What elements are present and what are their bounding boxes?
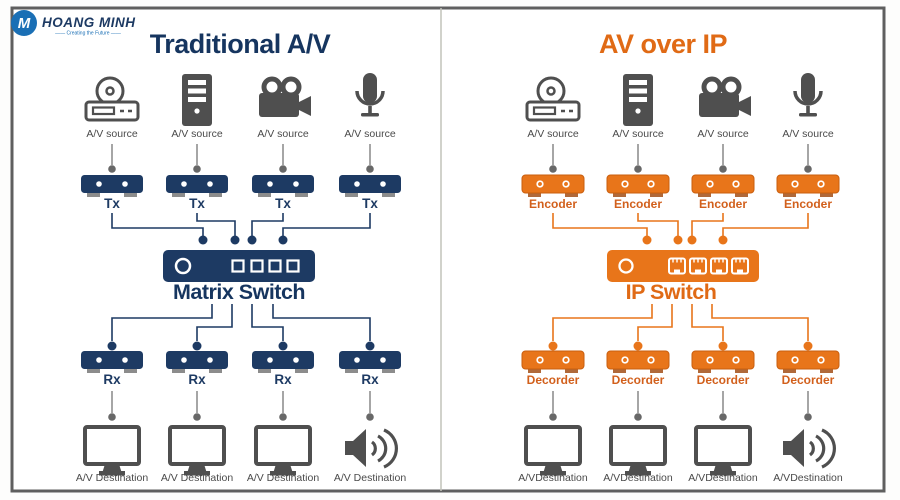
tx-to-switch-wires — [111, 213, 371, 245]
logo-mark-icon — [11, 10, 37, 36]
encoder-label: Encoder — [699, 197, 747, 211]
ip-switch — [607, 250, 759, 282]
diagram-frame — [10, 6, 886, 493]
hoang-minh-logo: M HOANG MINH —— Creating the Future —— — [11, 10, 136, 37]
logo-tagline: —— Creating the Future —— — [55, 31, 121, 37]
traditional-av-title: Traditional A/V — [150, 29, 331, 59]
source-to-encoder-wires — [549, 144, 812, 173]
encoder-label: Encoder — [784, 197, 832, 211]
destination-label: A/V Destination — [247, 472, 320, 484]
computer-tower-icon — [623, 74, 653, 126]
matrix-switch — [163, 250, 315, 282]
source-to-tx-wires — [108, 144, 374, 173]
source-label: A/V source — [257, 128, 309, 140]
destination-label: A/V Destination — [76, 472, 149, 484]
switch-port-icon — [231, 259, 245, 273]
switch-port-icon — [286, 259, 300, 273]
destination-label: A/V Destination — [161, 472, 234, 484]
decoder-to-destination-wires — [549, 391, 812, 421]
source-label: A/V source — [171, 128, 223, 140]
tx-label: Tx — [275, 196, 291, 211]
source-label: A/V source — [527, 128, 579, 140]
logo-monogram: M — [18, 15, 31, 32]
rx-label: Rx — [103, 372, 121, 387]
av-over-ip-title: AV over IP — [599, 29, 728, 59]
tx-label: Tx — [104, 196, 120, 211]
source-label: A/V source — [612, 128, 664, 140]
decoder-label: Decorder — [527, 373, 580, 387]
rx-label: Rx — [188, 372, 206, 387]
destination-label: A/VDestination — [773, 472, 843, 484]
ip-switch-label: IP Switch — [626, 280, 717, 304]
switch-power-icon — [174, 257, 192, 275]
computer-tower-icon — [182, 74, 212, 126]
source-label: A/V source — [782, 128, 834, 140]
tx-label: Tx — [189, 196, 205, 211]
matrix-switch-label: Matrix Switch — [173, 280, 305, 304]
encoder-to-switch-wires — [552, 213, 809, 245]
destination-label: A/VDestination — [603, 472, 673, 484]
rx-to-destination-wires — [108, 391, 374, 421]
rx-label: Rx — [361, 372, 379, 387]
tx-label: Tx — [362, 196, 378, 211]
destination-label: A/V Destination — [334, 472, 407, 484]
source-label: A/V source — [697, 128, 749, 140]
logo-brand-text: HOANG MINH — [42, 15, 136, 30]
destination-label: A/VDestination — [518, 472, 588, 484]
switch-to-decoder-wires — [548, 304, 813, 351]
decoder-label: Decorder — [612, 373, 665, 387]
decoder-label: Decorder — [697, 373, 750, 387]
destination-label: A/VDestination — [688, 472, 758, 484]
decoder-label: Decorder — [782, 373, 835, 387]
encoder-label: Encoder — [529, 197, 577, 211]
switch-port-icon — [250, 259, 264, 273]
rx-label: Rx — [274, 372, 292, 387]
av-over-ip-panel: AV over IP A/V source A/V source A/V sou… — [518, 29, 843, 484]
source-label: A/V source — [86, 128, 138, 140]
traditional-av-panel: Traditional A/V A/V source A/V source A/… — [76, 29, 407, 484]
encoder-label: Encoder — [614, 197, 662, 211]
switch-power-icon — [618, 258, 634, 274]
switch-port-icon — [268, 259, 282, 273]
source-label: A/V source — [344, 128, 396, 140]
switch-to-rx-wires — [107, 304, 375, 351]
